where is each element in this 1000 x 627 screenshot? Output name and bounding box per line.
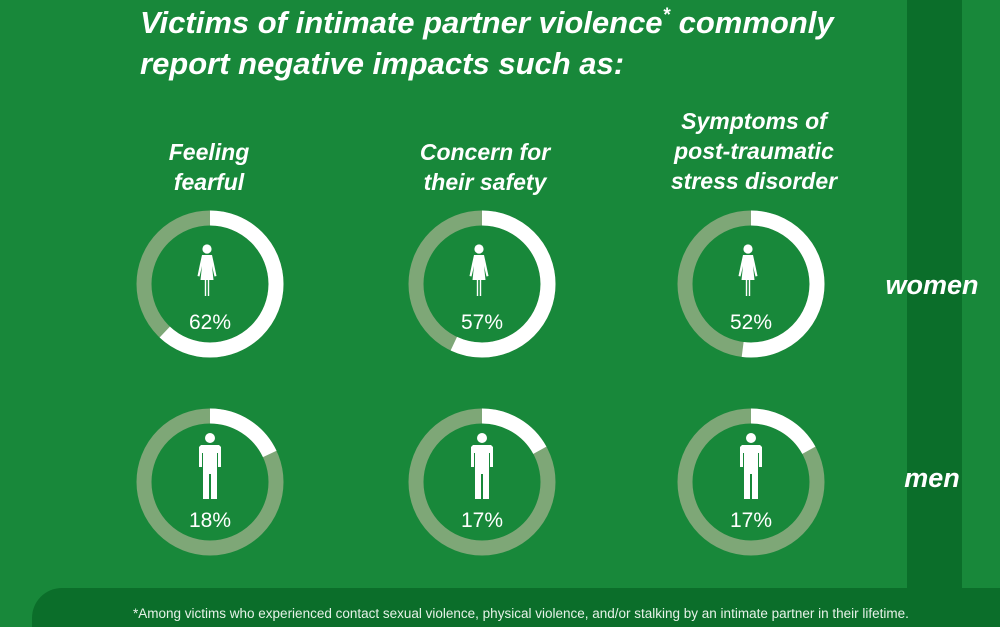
man-icon — [199, 433, 221, 499]
category-label-line: stress disorder — [670, 168, 838, 194]
category-label-line: fearful — [173, 169, 245, 195]
category-label-line: their safety — [423, 169, 547, 195]
donut-value-arc — [408, 408, 556, 556]
category-label-line: Feeling — [168, 139, 250, 165]
donut-value-label: 52% — [730, 311, 772, 334]
donut-value-label: 17% — [730, 509, 772, 532]
donut-women-2: 57% — [408, 210, 556, 358]
donut-value-arc — [136, 210, 284, 358]
man-icon — [740, 433, 762, 499]
woman-icon — [469, 244, 489, 296]
category-label-line: post-traumatic — [674, 138, 834, 164]
donut-value-label: 17% — [461, 509, 503, 532]
donut-value-label: 18% — [189, 509, 231, 532]
donut-women-1: 62% — [136, 210, 284, 358]
donut-value-label: 62% — [189, 311, 231, 334]
man-icon — [471, 433, 493, 499]
page-title: Victims of intimate partner violence* co… — [140, 2, 900, 84]
title-text-line2: report negative impacts such as: — [140, 46, 625, 81]
category-label-safety: Concern for their safety — [365, 137, 605, 197]
side-stripe — [907, 0, 962, 588]
row-label-men: men — [904, 463, 960, 493]
title-text-cont: commonly — [669, 5, 834, 40]
donut-men-3: 17% — [677, 408, 825, 556]
donut-men-2: 17% — [408, 408, 556, 556]
category-label-line: Symptoms of — [681, 108, 827, 134]
woman-icon — [738, 244, 758, 296]
category-label-ptsd: Symptoms of post-traumatic stress disord… — [634, 106, 874, 196]
row-label-women: women — [885, 270, 979, 300]
donut-men-1: 18% — [136, 408, 284, 556]
category-label-line: Concern for — [419, 139, 551, 165]
title-asterisk: * — [662, 5, 670, 26]
donut-value-arc — [408, 210, 556, 358]
donut-value-arc — [677, 210, 825, 358]
woman-icon — [197, 244, 217, 296]
title-text: Victims of intimate partner violence — [140, 5, 663, 40]
donut-value-arc — [677, 408, 825, 556]
donut-value-label: 57% — [461, 311, 503, 334]
category-label-fearful: Feeling fearful — [89, 137, 329, 197]
donut-value-arc — [136, 408, 284, 556]
footnote: *Among victims who experienced contact s… — [133, 606, 909, 621]
footer-band — [32, 588, 1000, 627]
donut-women-3: 52% — [677, 210, 825, 358]
